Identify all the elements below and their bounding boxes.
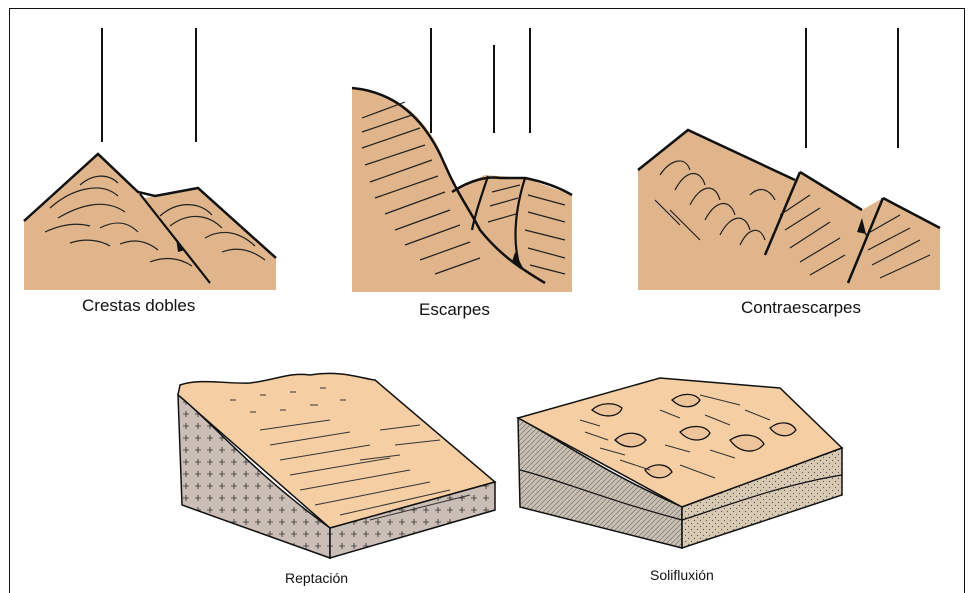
escarpes-diagram [352,28,572,292]
solifluxion-block [518,378,842,548]
crestas-dobles-diagram [24,28,276,290]
label-contraescarpes: Contraescarpes [741,298,861,318]
label-crestas-dobles: Crestas dobles [82,296,195,316]
label-reptacion: Reptación [285,570,348,586]
label-escarpes: Escarpes [419,300,490,320]
reptacion-block [178,373,495,558]
contraescarpes-diagram [638,28,940,290]
label-solifluxion: Solifluxión [650,567,714,583]
